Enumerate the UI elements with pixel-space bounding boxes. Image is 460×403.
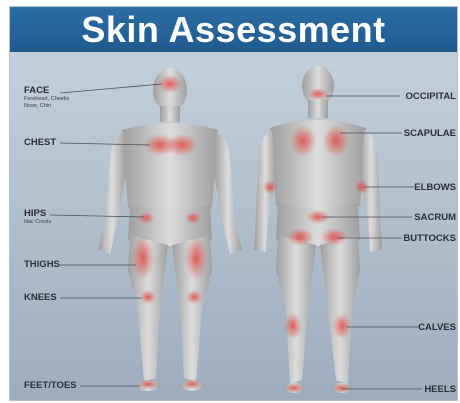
label-sacrum: SACRUM [414, 212, 456, 223]
back-figure [254, 66, 382, 393]
pressure-area-scapula-left [290, 125, 316, 157]
label-occipital: OCCIPITAL [406, 91, 457, 102]
pressure-area-heel-right [334, 383, 350, 393]
pressure-area-calf-right [333, 313, 351, 339]
pressure-area-hip-right [185, 212, 201, 224]
label-face-detail-1: Forehead, Cheeks [24, 96, 69, 103]
pressure-area-hip-left [138, 212, 154, 224]
label-chest: CHEST [24, 137, 56, 148]
label-buttocks: BUTTOCKS [403, 233, 456, 244]
label-face: FACE [24, 85, 49, 96]
pressure-area-buttock-right [321, 228, 347, 246]
pressure-area-thigh-left [132, 236, 154, 280]
pressure-area-chest-right [166, 134, 198, 156]
pressure-area-feet-left [139, 379, 157, 389]
pressure-area-heel-left [286, 383, 302, 393]
pressure-area-elbow-left [263, 180, 277, 194]
pressure-area-occipital [308, 88, 328, 100]
label-feet-toes: FEET/TOES [24, 380, 77, 391]
pressure-area-buttock-left [287, 228, 313, 246]
pressure-area-scapula-right [323, 125, 349, 157]
label-face-detail-2: Nose, Chin [24, 103, 51, 110]
label-heels: HEELS [424, 384, 456, 395]
pressure-area-feet-right [183, 379, 201, 389]
label-calves: CALVES [418, 322, 456, 333]
front-figure [98, 68, 242, 391]
pressure-area-calf-left [284, 313, 302, 339]
label-scapulae: SCAPULAE [404, 128, 456, 139]
label-thighs: THIGHS [24, 259, 60, 270]
label-elbows: ELBOWS [414, 182, 456, 193]
label-hips-detail: Iliac Crests [24, 219, 51, 226]
pressure-area-knee-left [140, 290, 156, 304]
label-hips: HIPS [24, 208, 46, 219]
pressure-area-thigh-right [185, 236, 207, 280]
pressure-area-knee-right [186, 290, 202, 304]
label-knees: KNEES [24, 292, 57, 303]
